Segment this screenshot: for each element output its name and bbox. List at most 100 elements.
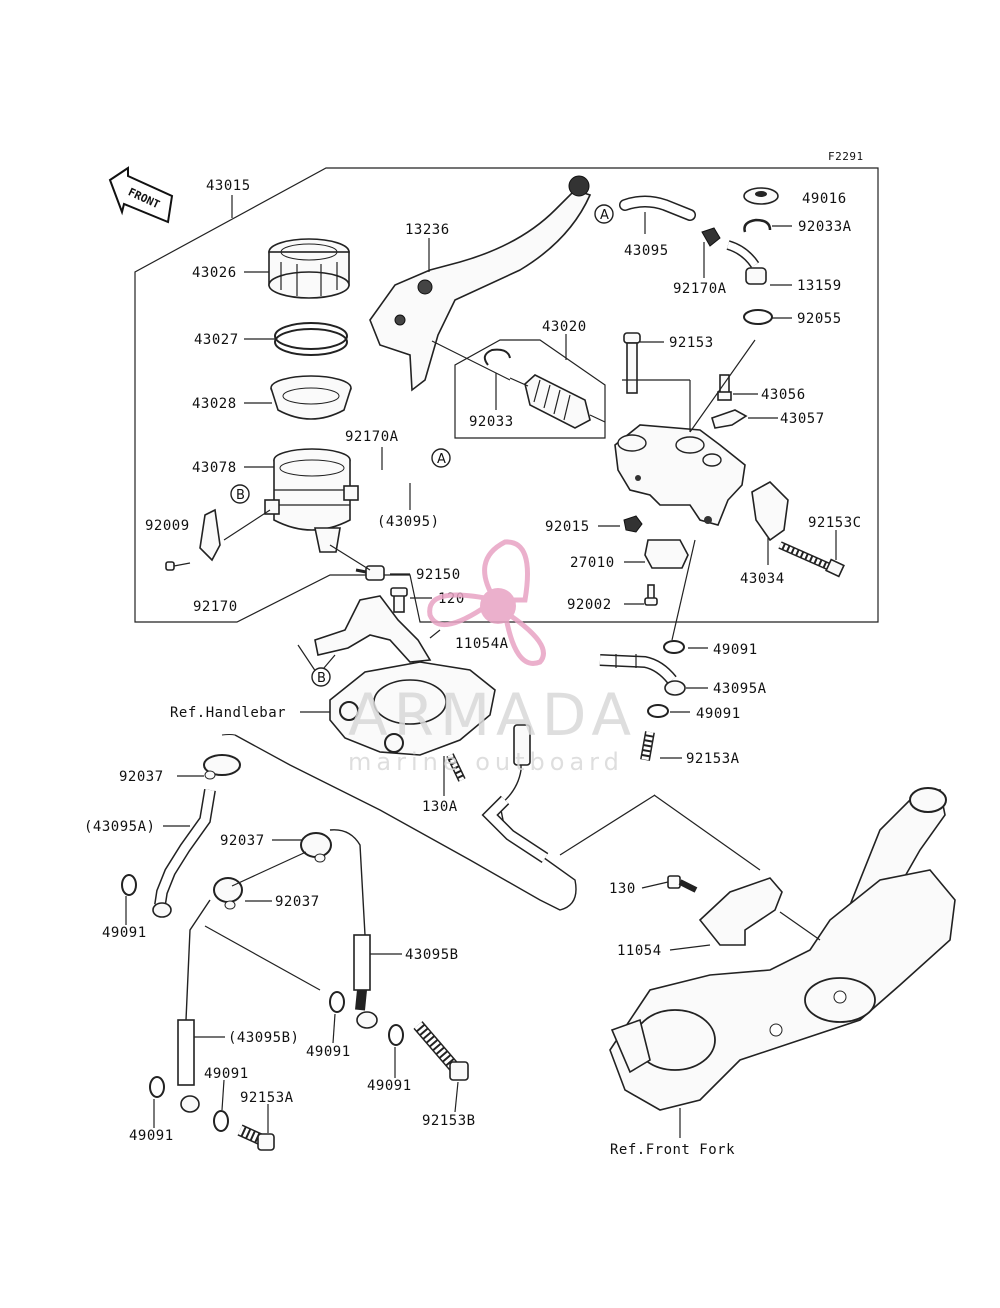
label-49091-b: 49091 [696,706,741,722]
label-43095A: 43095A [713,681,767,697]
label-92170A-right: 92170A [673,281,727,297]
label-49016: 49016 [802,191,847,207]
washer-49091-f [149,1076,165,1098]
label-130: 130 [609,881,636,897]
washer-49091-a [663,640,685,654]
washer-49091-b [647,704,669,718]
svg-text:A: A [437,452,446,467]
oring-92055 [743,309,773,325]
label-92009: 92009 [145,518,190,534]
nut-92015 [623,515,643,533]
front-arrow-icon: FRONT [108,166,174,224]
label-92037-b: 92037 [220,833,265,849]
brake-hose-43095A [599,654,686,696]
callout-a-mid: A [431,448,451,468]
washer-49091-e [388,1024,404,1046]
label-92153A-top: 92153A [686,751,740,767]
brake-hose-left-upper [152,789,216,918]
label-49091-g: 49091 [204,1066,249,1082]
label-92033A: 92033A [798,219,852,235]
reservoir-bracket [199,508,221,562]
hose-clamp-92037-c [213,877,243,910]
banjo-bolt-92153A-bottom [237,1124,275,1151]
callout-b-mid: B [230,484,250,504]
brake-switch [644,539,689,569]
bracket-11054A [314,595,432,663]
handlebar-clamp-top [329,661,496,756]
label-92153C: 92153C [808,515,862,531]
reservoir-diaphragm [270,375,352,420]
reservoir-cap [268,238,350,299]
bleeder-43056 [717,374,732,401]
master-cylinder-body [614,424,746,526]
label-43056: 43056 [761,387,806,403]
circlip-92033 [483,348,511,366]
brake-hose-43095B [329,829,378,1029]
label-43095-paren: (43095) [377,514,440,530]
label-49091-c: 49091 [102,925,147,941]
label-92015: 92015 [545,519,590,535]
label-43027: 43027 [194,332,239,348]
part-labels: 43015 43026 43027 43028 43078 92009 9217… [84,178,862,1158]
leader-lines [125,212,837,1138]
pivot-bolt-92153 [623,332,641,394]
clamp-bolt-92153C [778,541,845,578]
hose-clamp-right [701,227,721,247]
svg-text:B: B [236,488,245,503]
reservoir-body [264,448,359,553]
label-92153B: 92153B [422,1113,476,1129]
hose-clamp-92037-a [203,754,241,780]
label-49091-a: 49091 [713,642,758,658]
label-92037-c: 92037 [275,894,320,910]
label-ref-handlebar: Ref.Handlebar [170,705,286,721]
washer-49091-c [121,874,137,896]
brake-lever [369,175,592,392]
callout-b-low: B [311,667,331,687]
reservoir-gasket [274,322,348,356]
label-92170A-left: 92170A [345,429,399,445]
washer-49091-g [213,1110,229,1132]
label-92002: 92002 [567,597,612,613]
bolt-120 [390,587,408,613]
subassembly-box [454,339,606,439]
hose-fitting-13159 [726,240,767,285]
label-43095A-paren: (43095A) [84,819,155,835]
label-ref-front-fork: Ref.Front Fork [610,1142,735,1158]
label-43095: 43095 [624,243,669,259]
label-43015: 43015 [206,178,251,194]
label-43057: 43057 [780,411,825,427]
triple-clamp [609,787,956,1111]
label-92150: 92150 [416,567,461,583]
armada-watermark: ARMADA marine outboard [348,539,631,776]
label-43034: 43034 [740,571,785,587]
label-49091-e: 49091 [367,1078,412,1094]
label-49091-f: 49091 [129,1128,174,1144]
label-43026: 43026 [192,265,237,281]
label-92037-a: 92037 [119,769,164,785]
label-11054A: 11054A [455,636,509,652]
watermark-tagline: marine outboard [348,748,624,776]
label-92153: 92153 [669,335,714,351]
label-27010: 27010 [570,555,615,571]
brake-hose-43095B-left [177,899,211,1113]
label-43095B-paren: (43095B) [228,1030,299,1046]
label-92170: 92170 [193,599,238,615]
label-92055: 92055 [797,311,842,327]
circlip-92033A [743,218,772,233]
screw-92002 [644,584,658,606]
hose-clamp-92037-b [300,832,332,863]
banjo-bolt-92153A-top [640,731,655,761]
bolt-130A [446,753,466,782]
bolt-130 [667,875,698,893]
label-49091-d: 49091 [306,1044,351,1060]
bracket-11054 [698,877,783,946]
bolt-92009 [165,561,191,571]
label-11054: 11054 [617,943,662,959]
label-43078: 43078 [192,460,237,476]
label-130A: 130A [422,799,458,815]
washer-49091-d [329,991,345,1013]
label-13159: 13159 [797,278,842,294]
label-92033: 92033 [469,414,514,430]
label-13236: 13236 [405,222,450,238]
